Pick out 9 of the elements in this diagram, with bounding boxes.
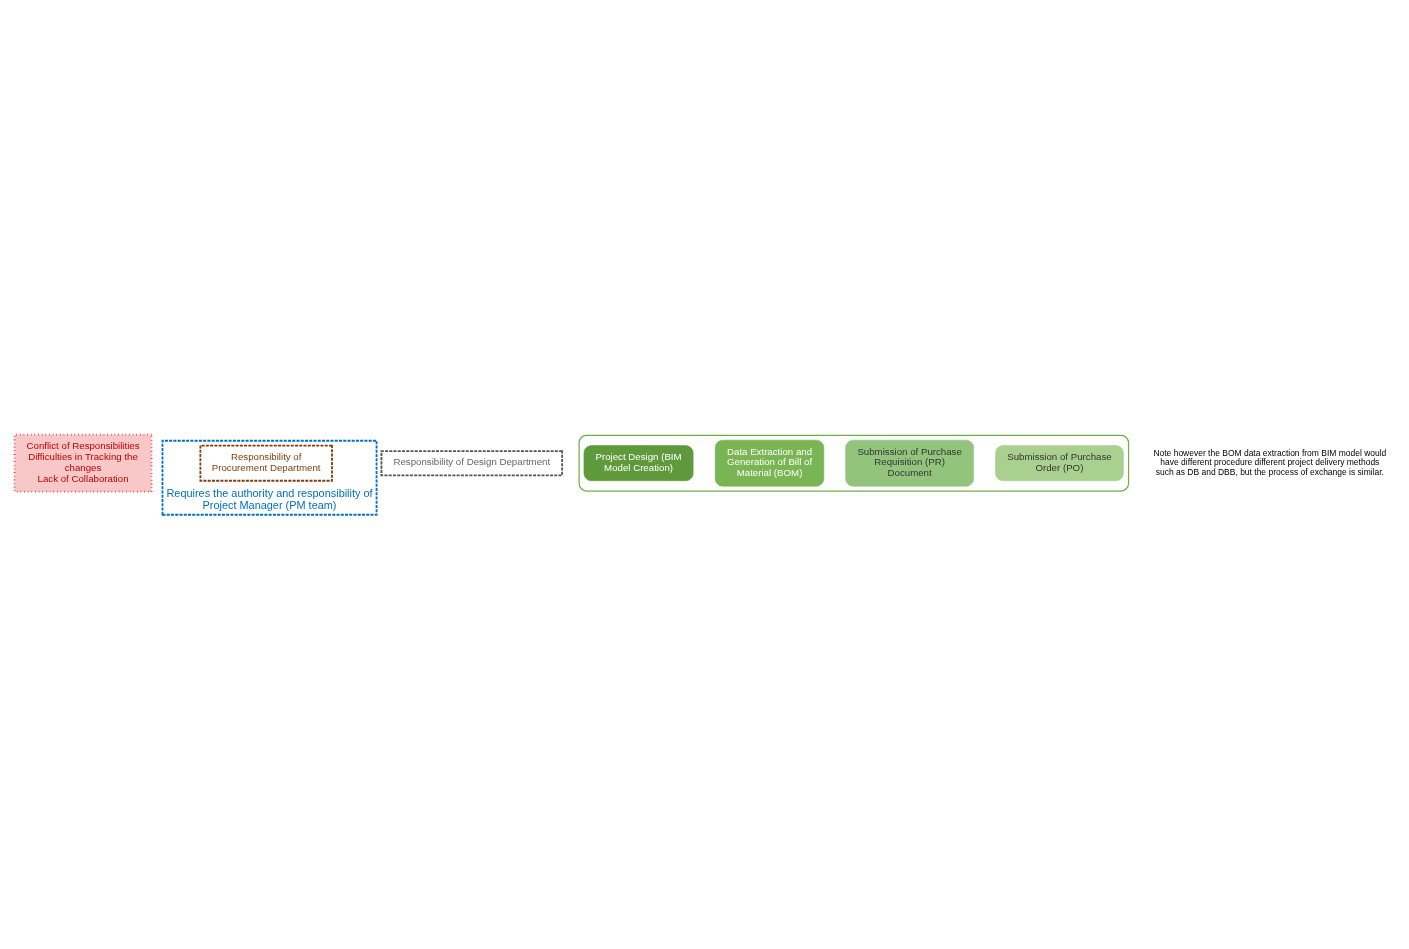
label: Note however the BOM data extraction from BIM model would have different procedure different project delivery methods such as DB and DBB, but the process of exchange is similar. xyxy=(1153,447,1387,477)
node-box: Submission of Purchase Order (PO) xyxy=(995,444,1124,481)
node-box: Project Design (BIM Model Creation) xyxy=(583,444,694,481)
node-box: Responsibility of Procurement Department xyxy=(199,444,333,482)
node-box: Submission of Purchase Requisition (PR) Document xyxy=(845,439,974,487)
node-box: Conflict of Responsibilities Difficulties in Tracking the changes Lack of Collaboration xyxy=(13,433,153,493)
node-box: Data Extraction and Generation of Bill of Material (BOM) xyxy=(714,439,825,487)
node-box: Responsibility of Design Department xyxy=(380,449,564,476)
cluster xyxy=(578,434,1130,492)
